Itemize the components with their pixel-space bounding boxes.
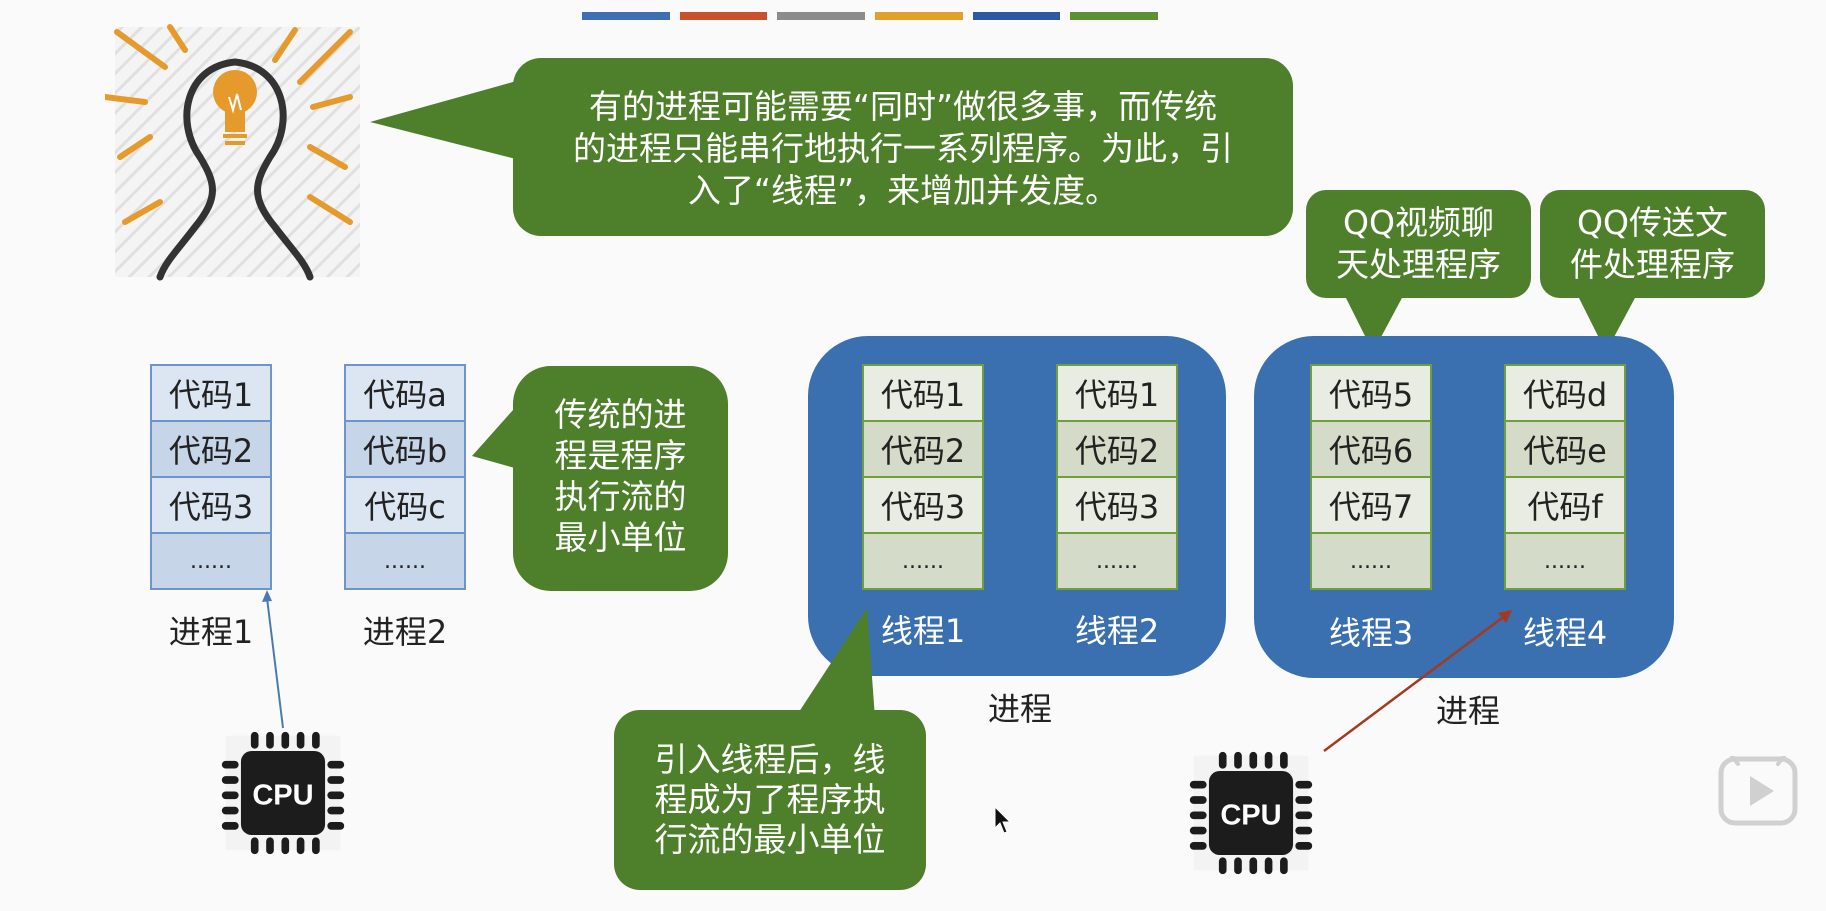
intro-line: 的进程只能串行地执行一系列程序。为此，引 — [573, 129, 1233, 168]
mouse-cursor-icon — [994, 806, 1012, 834]
cpu-label: CPU — [252, 779, 313, 811]
cpu-label: CPU — [1220, 799, 1281, 831]
code-cell: 代码1 — [1056, 364, 1178, 422]
qq-file-bubble: QQ传送文 件处理程序 — [1540, 190, 1765, 298]
after-thread-line: 引入线程后，线 — [654, 740, 886, 779]
color-bar-segment — [582, 12, 670, 20]
traditional-bubble-tail — [472, 400, 522, 470]
color-bar-segment — [679, 12, 768, 20]
color-bar-segment — [777, 12, 866, 20]
top-color-bar — [582, 12, 1159, 20]
after-thread-bubble: 引入线程后，线 程成为了程序执 行流的最小单位 — [614, 710, 926, 890]
code-cell: 代码2 — [862, 420, 984, 478]
intro-bubble-tail — [370, 80, 520, 160]
code-cell: ...... — [862, 532, 984, 590]
code-cell: 代码3 — [862, 476, 984, 534]
process-group-1: 代码1 代码2 代码3 ...... 线程1 代码1 代码2 代码3 .....… — [808, 336, 1226, 676]
thread3-stack: 代码5 代码6 代码7 ...... — [1310, 364, 1432, 590]
process2-label: 进程2 — [362, 613, 448, 651]
cpu-chip-icon: CPU — [1189, 751, 1313, 875]
color-bar-segment — [972, 12, 1061, 20]
play-button-icon[interactable] — [1718, 756, 1798, 826]
qq-video-line: QQ视频聊 — [1343, 203, 1494, 242]
code-cell: 代码e — [1504, 420, 1626, 478]
after-thread-line: 行流的最小单位 — [654, 820, 886, 859]
code-cell: 代码1 — [150, 364, 272, 422]
code-cell: 代码a — [344, 364, 466, 422]
code-cell: 代码b — [344, 420, 466, 478]
arrow-cpu-to-thread4 — [1323, 610, 1512, 753]
process-group-1-label: 进程 — [987, 690, 1052, 728]
process-group-2: 代码5 代码6 代码7 ...... 线程3 代码d 代码e 代码f .....… — [1254, 336, 1674, 678]
thread4-stack: 代码d 代码e 代码f ...... — [1504, 364, 1626, 590]
code-cell: 代码2 — [150, 420, 272, 478]
traditional-line: 程是程序 — [554, 436, 687, 475]
code-cell: ...... — [344, 532, 466, 590]
process2-stack: 代码a 代码b 代码c ...... — [344, 364, 466, 590]
code-cell: 代码5 — [1310, 364, 1432, 422]
thread2-stack: 代码1 代码2 代码3 ...... — [1056, 364, 1178, 590]
intro-line: 有的进程可能需要“同时”做很多事，而传统 — [588, 87, 1218, 126]
thread4-label: 线程4 — [1522, 614, 1608, 652]
code-cell: 代码2 — [1056, 420, 1178, 478]
traditional-line: 传统的进 — [554, 395, 687, 434]
code-cell: 代码d — [1504, 364, 1626, 422]
qq-file-bubble-tail — [1578, 296, 1636, 352]
code-cell: ...... — [1056, 532, 1178, 590]
thread1-label: 线程1 — [880, 612, 966, 650]
code-cell: ...... — [1504, 532, 1626, 590]
traditional-line: 执行流的 — [554, 477, 687, 516]
code-cell: ...... — [1310, 532, 1432, 590]
lightbulb-person-icon — [105, 24, 360, 281]
thread1-stack: 代码1 代码2 代码3 ...... — [862, 364, 984, 590]
arrow-cpu-to-process1 — [262, 590, 284, 729]
code-cell: 代码6 — [1310, 420, 1432, 478]
color-bar-segment — [1070, 12, 1159, 20]
process1-stack: 代码1 代码2 代码3 ...... — [150, 364, 272, 590]
code-cell: 代码3 — [150, 476, 272, 534]
after-thread-bubble-tail — [795, 608, 875, 718]
thread3-label: 线程3 — [1328, 614, 1414, 652]
qq-file-line: 件处理程序 — [1570, 245, 1735, 284]
code-cell: ...... — [150, 532, 272, 590]
thread2-label: 线程2 — [1074, 612, 1160, 650]
code-cell: 代码7 — [1310, 476, 1432, 534]
qq-file-line: QQ传送文 — [1577, 203, 1728, 242]
traditional-bubble: 传统的进 程是程序 执行流的 最小单位 — [513, 366, 728, 591]
code-cell: 代码c — [344, 476, 466, 534]
code-cell: 代码1 — [862, 364, 984, 422]
process-group-2-label: 进程 — [1435, 692, 1500, 730]
qq-video-line: 天处理程序 — [1336, 245, 1501, 284]
code-cell: 代码3 — [1056, 476, 1178, 534]
qq-video-bubble-tail — [1345, 296, 1403, 352]
intro-bubble: 有的进程可能需要“同时”做很多事，而传统 的进程只能串行地执行一系列程序。为此，… — [513, 58, 1293, 236]
intro-line: 入了“线程”，来增加并发度。 — [687, 171, 1119, 210]
color-bar-segment — [875, 12, 963, 20]
code-cell: 代码f — [1504, 476, 1626, 534]
cpu-chip-icon: CPU — [221, 731, 345, 855]
process1-label: 进程1 — [168, 613, 254, 651]
traditional-line: 最小单位 — [554, 518, 687, 557]
qq-video-bubble: QQ视频聊 天处理程序 — [1306, 190, 1531, 298]
after-thread-line: 程成为了程序执 — [654, 780, 886, 819]
